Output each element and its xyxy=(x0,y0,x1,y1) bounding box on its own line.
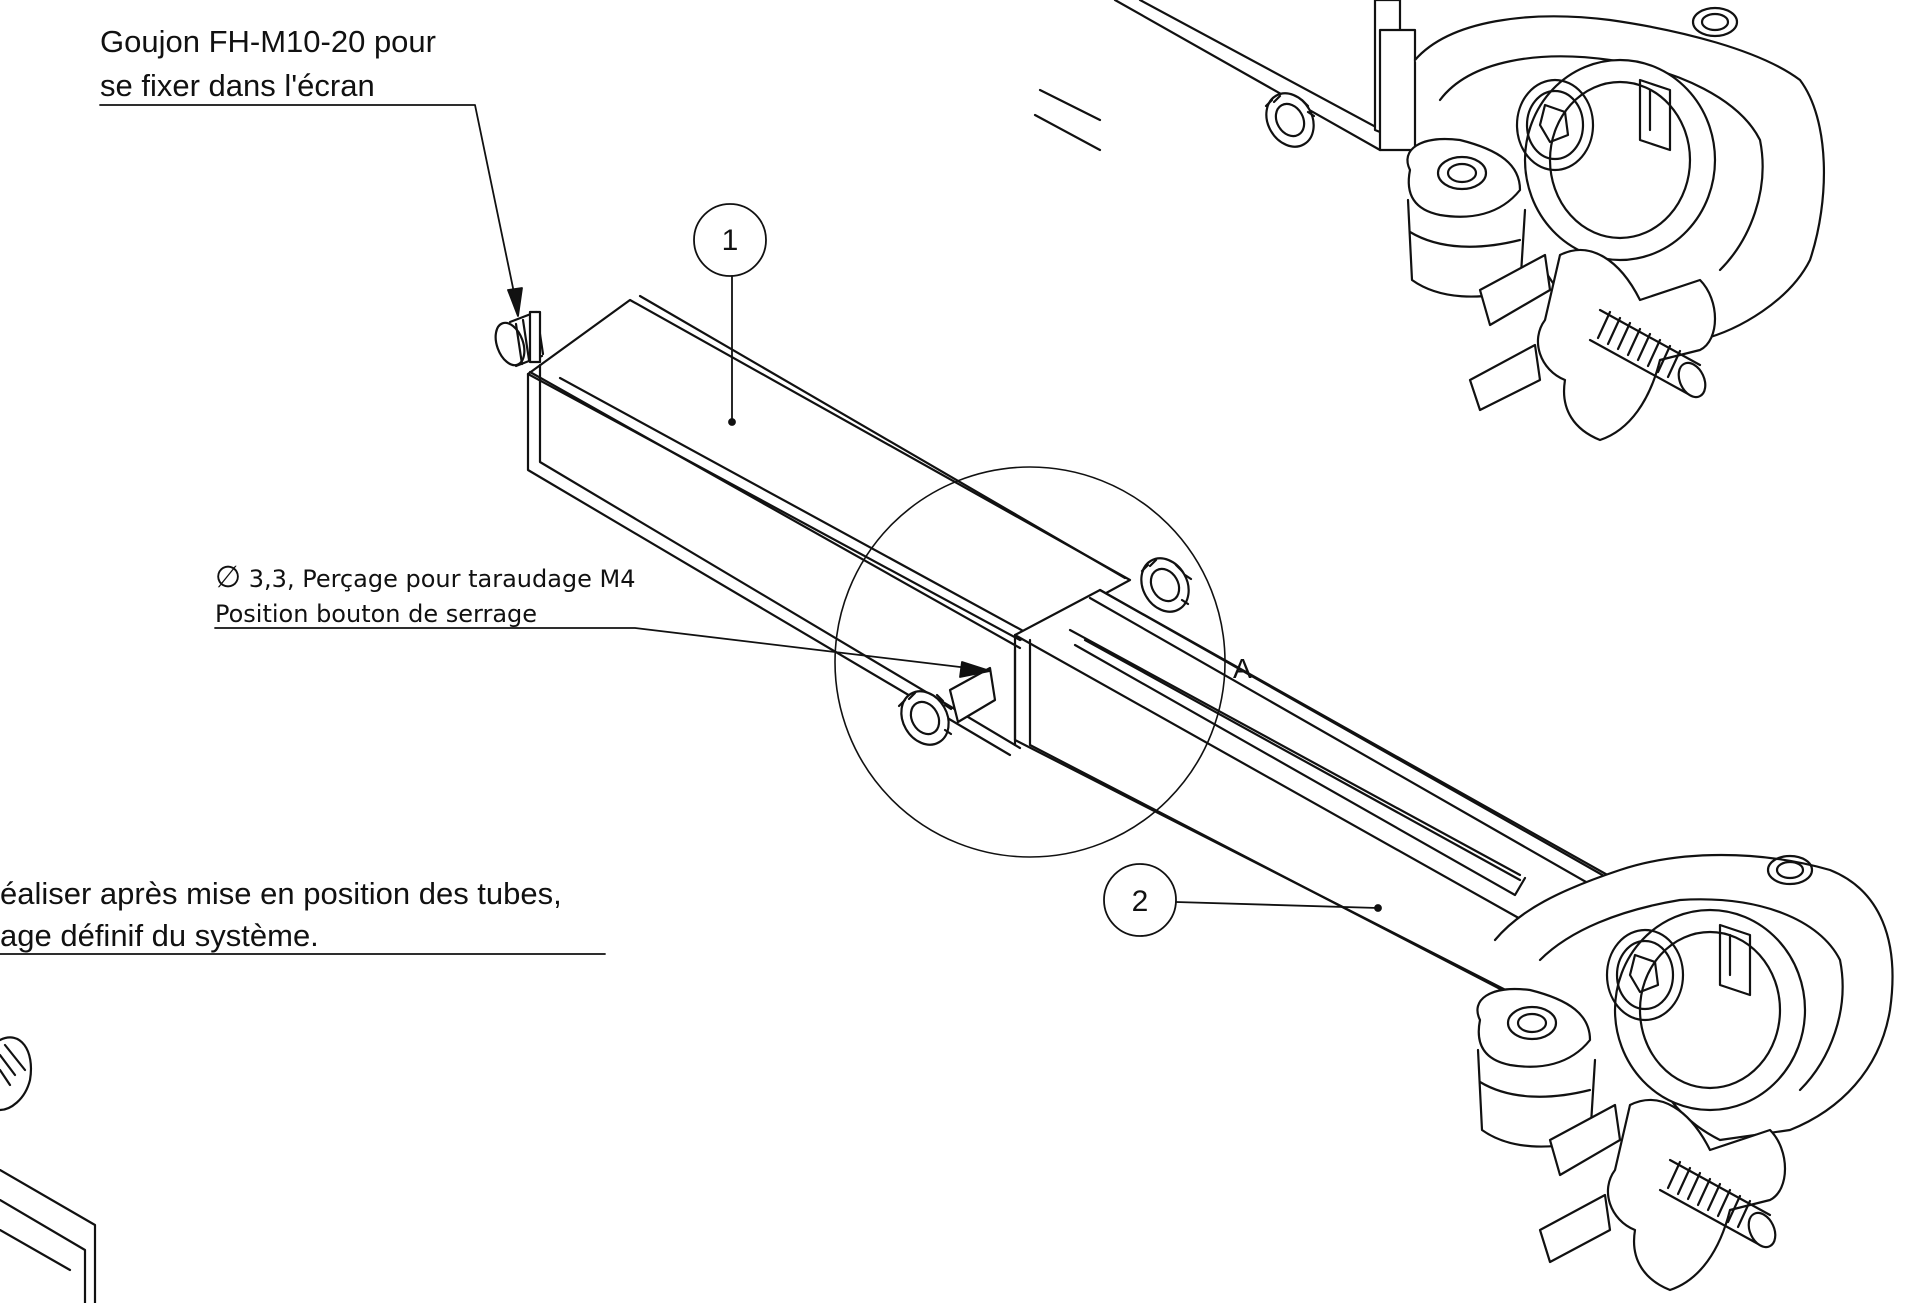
stud-note-line-2: se fixer dans l'écran xyxy=(100,68,375,103)
leader-drill xyxy=(214,627,991,678)
detail-circle-a xyxy=(834,466,1226,858)
bottom-note-line-1: éaliser après mise en position des tubes… xyxy=(0,876,562,911)
upper-clamp-assembly xyxy=(1033,0,1826,442)
balloon-1-number: 1 xyxy=(722,224,739,257)
clamp-knob-front xyxy=(897,666,997,746)
lower-left-partial-view xyxy=(0,1036,97,1303)
stud-note-line-1: Goujon FH-M10-20 pour xyxy=(100,24,436,59)
bottom-note-line-2: age définif du système. xyxy=(0,918,319,953)
lower-clamp xyxy=(1476,853,1894,1292)
clamp-knob-back xyxy=(1140,557,1193,613)
main-tube-assembly xyxy=(494,294,1894,1292)
tube-item-2 xyxy=(1013,588,1622,1022)
drill-note-line-2: Position bouton de serrage xyxy=(215,600,538,628)
detail-label-a: A xyxy=(1233,653,1252,684)
drill-note-line-1: ∅ 3,3, Perçage pour taraudage M4 xyxy=(215,560,636,595)
balloon-2-number: 2 xyxy=(1132,885,1149,918)
leader-stud xyxy=(99,104,523,317)
drill-note-text: 3,3, Perçage pour taraudage M4 xyxy=(248,565,636,593)
upper-knob xyxy=(1264,92,1316,148)
threaded-stud xyxy=(494,310,545,368)
diameter-symbol: ∅ xyxy=(215,560,242,595)
balloon-2-leader xyxy=(1103,863,1382,937)
tube-item-1 xyxy=(526,294,1132,757)
balloon-1-leader xyxy=(693,203,767,426)
